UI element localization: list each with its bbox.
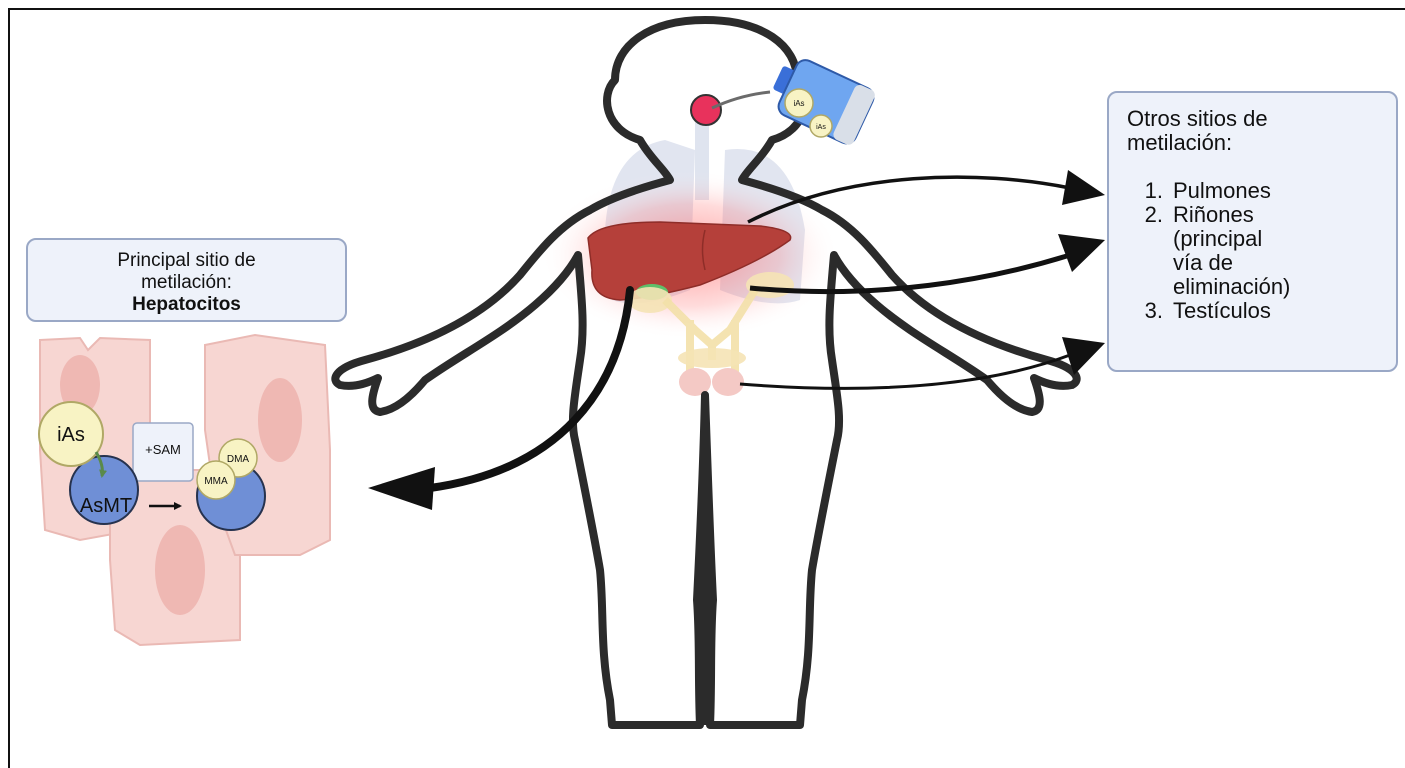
- list-text: vía de: [1173, 251, 1290, 275]
- list-text: Riñones: [1173, 203, 1290, 227]
- mouth: [691, 95, 721, 125]
- main-site-line2: metilación:: [28, 272, 345, 294]
- list-item-testicles: 3. Testículos: [1127, 299, 1386, 323]
- main-site-line1: Principal sitio de: [28, 250, 345, 272]
- list-number: 3.: [1127, 299, 1163, 323]
- arrow-head: [1062, 170, 1105, 205]
- bottle-ias-label: iAs: [793, 99, 804, 108]
- mma-label: MMA: [204, 476, 228, 487]
- list-item-kidneys: 2. Riñones (principal vía de eliminación…: [1127, 203, 1386, 299]
- other-sites-title-line1: Otros sitios de: [1127, 107, 1386, 131]
- other-sites-title-line2: metilación:: [1127, 131, 1386, 155]
- nucleus: [258, 378, 302, 462]
- list-text: Pulmones: [1173, 179, 1271, 203]
- list-number: 2.: [1127, 203, 1163, 299]
- asmt-label: AsMT: [80, 495, 132, 517]
- list-item-lungs: 1. Pulmones: [1127, 179, 1386, 203]
- bladder: [678, 348, 746, 368]
- main-site-hepatocytes: Hepatocitos: [28, 294, 345, 316]
- bottle-ias-label: iAs: [816, 124, 826, 131]
- arrow-head: [368, 467, 435, 510]
- arrow-head: [1058, 234, 1105, 272]
- bottle-tube: [712, 92, 770, 108]
- list-text: eliminación): [1173, 275, 1290, 299]
- list-text: Testículos: [1173, 299, 1271, 323]
- nucleus: [155, 525, 205, 615]
- list-number: 1.: [1127, 179, 1163, 203]
- organs: [540, 120, 840, 396]
- arrow-testicles: [740, 355, 1070, 388]
- list-text: (principal: [1173, 227, 1290, 251]
- main-methylation-site-box: Principal sitio de metilación: Hepatocit…: [26, 238, 347, 322]
- testicle-right: [712, 368, 744, 396]
- ias-label: iAs: [57, 424, 85, 446]
- sam-label: +SAM: [145, 442, 181, 457]
- other-methylation-sites-box: Otros sitios de metilación: 1. Pulmones …: [1107, 91, 1398, 372]
- dma-label: DMA: [227, 454, 250, 465]
